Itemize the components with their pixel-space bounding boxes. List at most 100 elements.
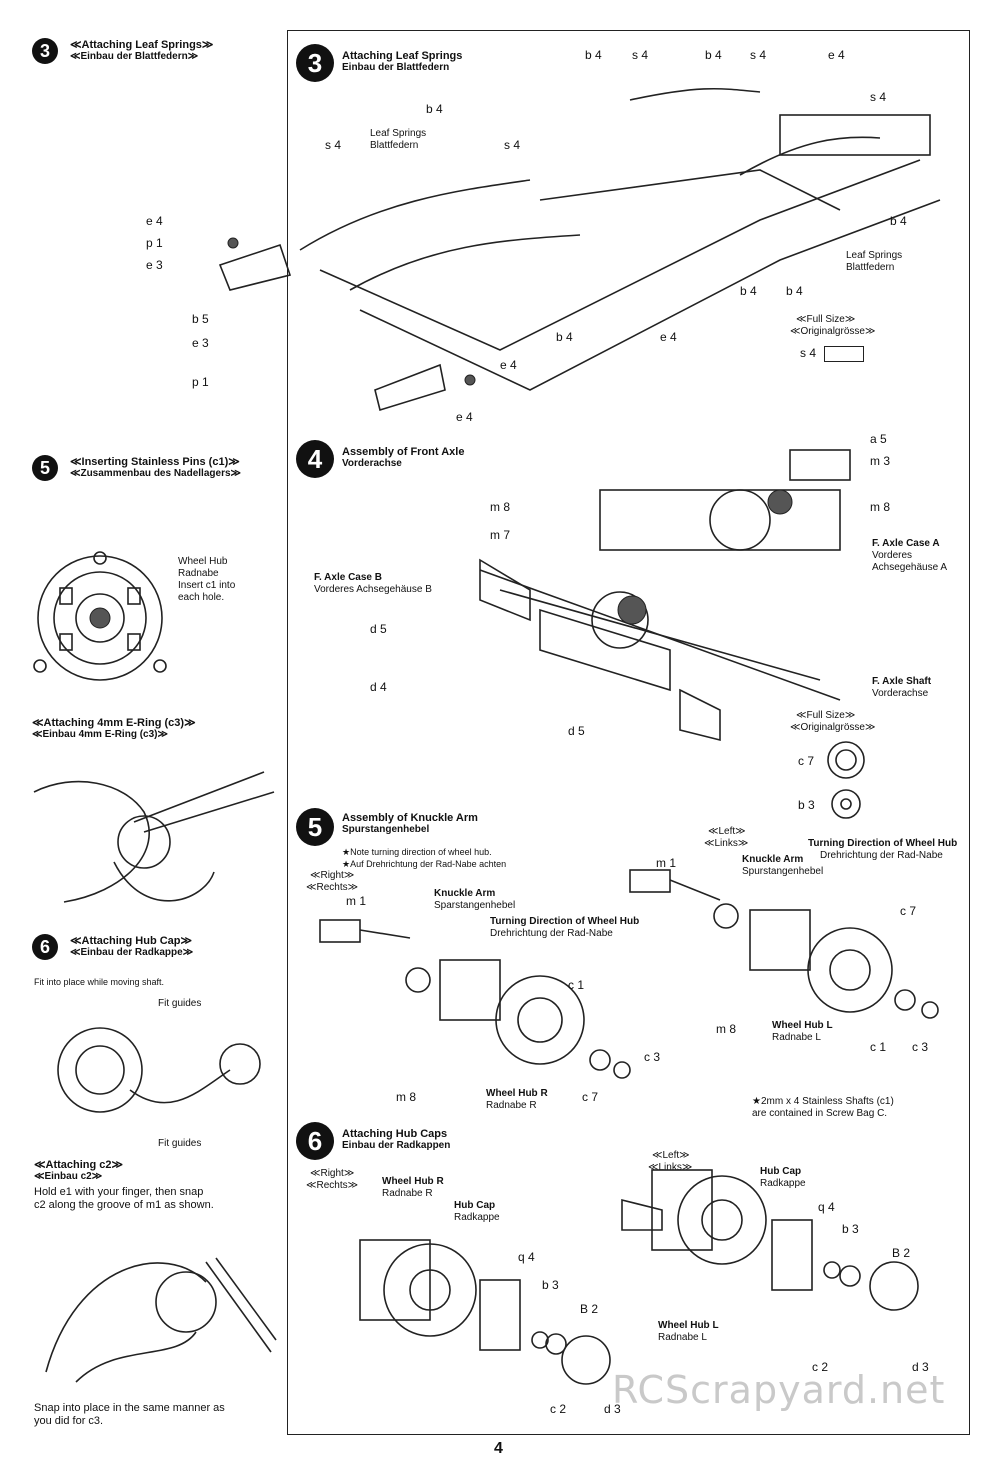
- heading-de: ≪Einbau der Blattfedern≫: [70, 51, 199, 62]
- label: s 4: [504, 138, 521, 152]
- case-a-label: F. Axle Case A: [872, 538, 940, 549]
- wheel-hub-r-label: Wheel Hub R: [382, 1176, 444, 1187]
- label-d5: d 5: [370, 622, 387, 636]
- right-label: ≪Rechts≫: [306, 1180, 359, 1191]
- footnote-line: ★2mm x 4 Stainless Shafts (c1): [752, 1096, 894, 1107]
- step-5-badge: 5: [32, 455, 58, 481]
- wheel-hub-r-label: Wheel Hub R: [486, 1088, 548, 1099]
- label-c3: c 3: [912, 1040, 929, 1054]
- label-d5: d 5: [568, 724, 585, 738]
- radnabe-label: Radnabe: [178, 568, 219, 579]
- note-line: ★Note turning direction of wheel hub.: [342, 847, 492, 857]
- case-a-de: Achsegehäuse A: [872, 562, 948, 573]
- case-b-label: F. Axle Case B: [314, 572, 382, 583]
- label-m7: m 7: [490, 528, 511, 542]
- wheel-hub-illustration: [33, 551, 167, 681]
- label-m1: m 1: [656, 856, 677, 870]
- blattfedern-label: Blattfedern: [370, 140, 419, 151]
- heading-en: Assembly of Front Axle: [342, 446, 465, 458]
- hub-cap-label: Hub Cap: [454, 1200, 496, 1211]
- heading-de: Einbau der Blattfedern: [342, 62, 450, 73]
- label: b 4: [556, 330, 573, 344]
- label-e4: e 4: [146, 214, 163, 228]
- step6-heading: Attaching Hub Caps Einbau der Radkappen: [342, 1128, 450, 1151]
- step-5-badge: 5: [296, 808, 334, 846]
- heading-en: Assembly of Knuckle Arm: [342, 812, 478, 824]
- wheel-hub-l-label: Wheel Hub L: [658, 1320, 719, 1331]
- heading-de: Einbau der Radkappen: [342, 1140, 451, 1151]
- label: s 4: [750, 48, 767, 62]
- label-d3: d 3: [604, 1402, 621, 1416]
- fullsize-en: ≪Full Size≫: [796, 710, 856, 721]
- step4-heading: Assembly of Front Axle Vorderachse: [342, 446, 464, 469]
- heading-en: ≪Attaching 4mm E-Ring (c3)≫: [32, 717, 196, 729]
- ering-heading: ≪Attaching 4mm E-Ring (c3)≫ ≪Einbau 4mm …: [32, 716, 196, 740]
- heading-en: ≪Inserting Stainless Pins (c1)≫: [70, 456, 240, 468]
- label-a5: a 5: [870, 432, 887, 446]
- knuckle-arm-left-illustration: [629, 869, 939, 1019]
- hub-cap-de: Radkappe: [454, 1212, 500, 1223]
- label-b3: b 3: [542, 1278, 559, 1292]
- watermark-logo: RCScrapyard.net: [612, 1368, 946, 1412]
- right-label: ≪Right≫: [310, 1168, 355, 1179]
- instruction-line: c2 along the groove of m1 as shown.: [34, 1199, 214, 1211]
- knuckle-arm-label: Knuckle Arm: [742, 854, 804, 865]
- label-c7: c 7: [582, 1090, 599, 1104]
- left-step6-heading: ≪Attaching Hub Cap≫ ≪Einbau der Radkappe…: [70, 934, 193, 958]
- knuckle-arm-de: Spurstangenhebel: [742, 866, 824, 877]
- left-label: ≪Links≫: [648, 1162, 693, 1173]
- main-panel: [287, 30, 970, 1435]
- heading-de: ≪Einbau c2≫: [34, 1171, 103, 1182]
- c2-hand-illustration: [45, 1257, 277, 1383]
- label: e 4: [828, 48, 845, 62]
- left-label: ≪Left≫: [652, 1150, 690, 1161]
- fit-guides-label: Fit guides: [158, 998, 202, 1009]
- label-m8: m 8: [716, 1022, 737, 1036]
- label: b 4: [740, 284, 757, 298]
- leaf-spring-chassis-illustration: [218, 87, 941, 412]
- case-a-de: Vorderes: [872, 550, 913, 561]
- label-q4: q 4: [818, 1200, 835, 1214]
- heading-de: ≪Einbau 4mm E-Ring (c3)≫: [32, 729, 168, 740]
- label-q4: q 4: [518, 1250, 535, 1264]
- knuckle-arm-de: Sparstangenhebel: [434, 900, 516, 911]
- fullsize-en: ≪Full Size≫: [796, 314, 856, 325]
- knuckle-arm-label: Knuckle Arm: [434, 888, 496, 899]
- label: s 4: [632, 48, 649, 62]
- wheel-hub-r-de: Radnabe R: [486, 1100, 537, 1111]
- heading-de: ≪Einbau der Radkappe≫: [70, 947, 194, 958]
- insert-label: each hole.: [178, 592, 225, 603]
- turning-direction-label: Turning Direction of Wheel Hub: [490, 916, 640, 927]
- case-b-de: Vorderes Achsegehäuse B: [314, 584, 432, 595]
- heading-de: ≪Zusammenbau des Nadellagers≫: [70, 468, 241, 479]
- label-e3: e 3: [192, 336, 209, 350]
- step-3-badge: 3: [296, 44, 334, 82]
- label-e3: e 3: [146, 258, 163, 272]
- left-step3-heading: ≪Attaching Leaf Springs≫ ≪Einbau der Bla…: [70, 38, 213, 62]
- label-d3: d 3: [912, 1360, 929, 1374]
- label: b 4: [705, 48, 722, 62]
- label: b 4: [890, 214, 907, 228]
- ering-hand-illustration: [33, 771, 275, 903]
- footnote-line: are contained in Screw Bag C.: [752, 1108, 888, 1119]
- label-b3: b 3: [798, 798, 815, 812]
- instruction-line: Hold e1 with your finger, then snap: [34, 1186, 204, 1198]
- label: e 4: [660, 330, 677, 344]
- hub-cap-left-illustration: [621, 1169, 919, 1311]
- turning-direction-label: Turning Direction of Wheel Hub: [808, 838, 958, 849]
- step5-heading: Assembly of Knuckle Arm Spurstangenhebel: [342, 812, 478, 835]
- label: b 4: [585, 48, 602, 62]
- heading-de: Spurstangenhebel: [342, 824, 430, 835]
- label-p1: p 1: [192, 375, 209, 389]
- hub-cap-illustration: [57, 1027, 261, 1113]
- label: s 4: [325, 138, 342, 152]
- leaf-springs-label: Leaf Springs: [846, 250, 903, 261]
- turning-direction-de: Drehrichtung der Rad-Nabe: [820, 850, 943, 861]
- hub-cap-right-illustration: [359, 1239, 611, 1385]
- knuckle-arm-right-illustration: [319, 919, 631, 1079]
- step3-heading: Attaching Leaf Springs Einbau der Blattf…: [342, 50, 462, 73]
- label-m1: m 1: [346, 894, 367, 908]
- step-6-badge: 6: [296, 1122, 334, 1160]
- label-b3: b 3: [842, 1222, 859, 1236]
- step-6-badge: 6: [32, 934, 58, 960]
